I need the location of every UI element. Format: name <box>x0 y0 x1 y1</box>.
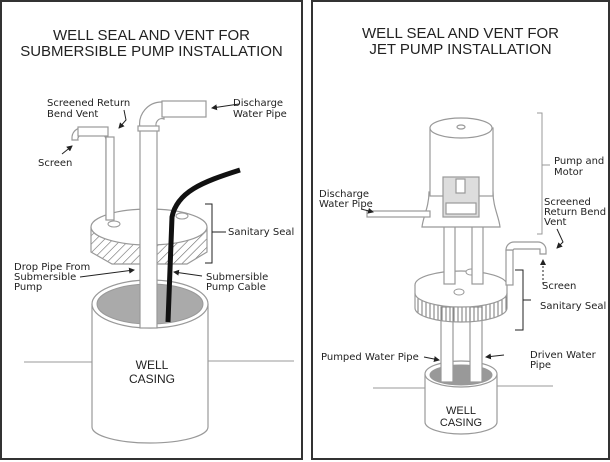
submersible-pump-panel: WELL SEAL AND VENT FOR SUBMERSIBLE PUMP … <box>0 0 303 460</box>
right-driven-label-2: Pipe <box>530 360 551 371</box>
pump-and-motor <box>366 117 501 228</box>
right-pump-label-1: Pump and <box>554 156 604 167</box>
right-casing-label-1: WELL <box>446 405 476 417</box>
return-bend-vent <box>71 126 115 221</box>
left-title-line2: SUBMERSIBLE PUMP INSTALLATION <box>20 43 283 60</box>
sanitary-seal <box>414 268 508 323</box>
seal-bracket <box>515 269 531 331</box>
right-screen-label: Screen <box>542 281 576 292</box>
right-casing-label-2: CASING <box>440 417 482 429</box>
right-vent-label-3: Vent <box>544 217 567 228</box>
seal-bracket <box>205 203 226 264</box>
submersible-diagram: WELL CASING Scr <box>14 98 294 444</box>
right-title-line2: JET PUMP INSTALLATION <box>369 41 552 58</box>
well-pipes <box>440 306 483 383</box>
left-cable-label-1: Submersible <box>206 272 268 283</box>
left-title-line1: WELL SEAL AND VENT FOR <box>53 27 250 44</box>
right-vent-label-1: Screened <box>544 197 591 208</box>
left-casing-label-1: WELL <box>136 358 169 372</box>
jet-pump-diagram: WELL CASING <box>319 112 606 435</box>
left-screen-label: Screen <box>38 158 72 169</box>
right-discharge-label-2: Water Pipe <box>319 199 373 210</box>
pump-bracket <box>537 112 550 235</box>
right-driven-label-1: Driven Water <box>530 350 597 361</box>
right-discharge-label-1: Discharge <box>319 189 369 200</box>
left-drop-label-2: Submersible <box>14 272 76 283</box>
right-vent-label-2: Return Bend <box>544 207 606 218</box>
left-drop-label-1: Drop Pipe From <box>14 262 90 273</box>
right-pump-label-2: Motor <box>554 167 584 178</box>
jet-pump-panel: WELL SEAL AND VENT FOR JET PUMP INSTALLA… <box>311 0 610 460</box>
left-vent-label-1: Screened Return <box>47 98 130 109</box>
left-vent-label-2: Bend Vent <box>47 109 98 120</box>
drop-pipe <box>137 100 207 329</box>
left-cable-label-2: Pump Cable <box>206 282 266 293</box>
right-title-line1: WELL SEAL AND VENT FOR <box>362 25 559 42</box>
right-seal-label: Sanitary Seal <box>540 301 606 312</box>
left-discharge-label-2: Water Pipe <box>233 109 287 120</box>
return-bend-vent <box>505 241 547 286</box>
right-pumped-label: Pumped Water Pipe <box>321 352 419 363</box>
left-drop-label-3: Pump <box>14 282 42 293</box>
submersible-pump-cable <box>165 167 241 323</box>
left-casing-label-2: CASING <box>129 372 175 386</box>
left-seal-label: Sanitary Seal <box>228 227 294 238</box>
left-discharge-label-1: Discharge <box>233 98 283 109</box>
